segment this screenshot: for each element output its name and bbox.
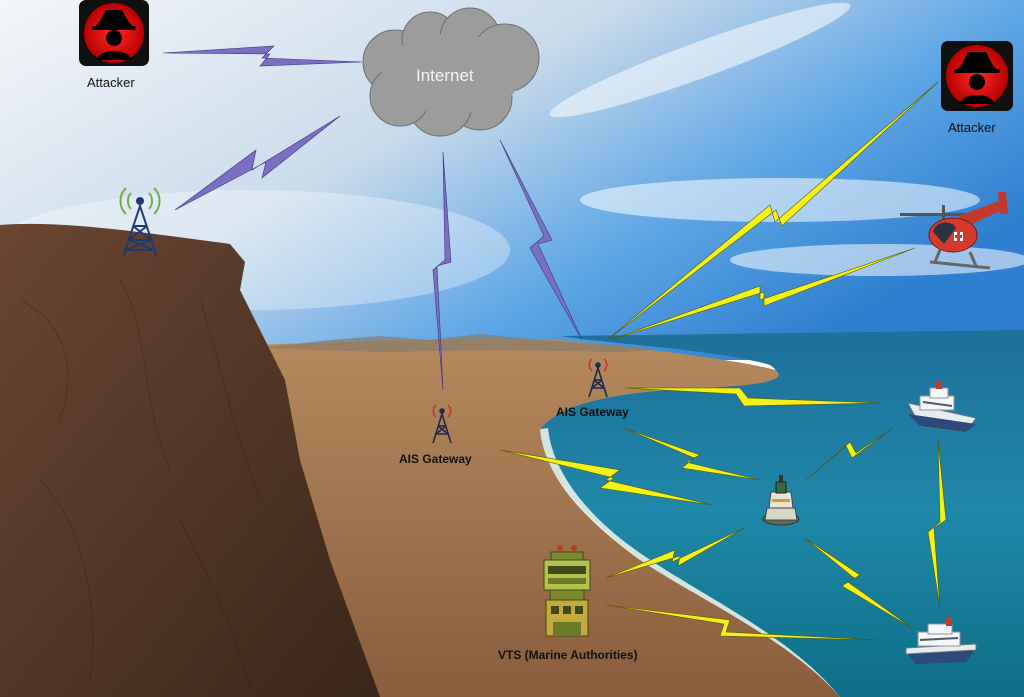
radio-link-buoy-2 [499, 449, 713, 506]
cliff [0, 223, 380, 697]
internet-link-gateway-2 [499, 139, 583, 341]
radio-links [499, 81, 947, 641]
cloud-icon [362, 7, 540, 137]
attacker-icon [941, 41, 1013, 111]
internet-link-attacker [162, 45, 363, 67]
radio-link-ship1-ship2 [927, 439, 947, 609]
internet-link-gateway-1 [432, 151, 452, 391]
radio-link-vts-ship2 [605, 604, 879, 641]
radio-tower-icon [588, 358, 608, 398]
cliff-texture [19, 279, 261, 691]
buoy-icon [762, 475, 800, 526]
ais-gateway-label: AIS Gateway [556, 405, 629, 419]
radio-link-vts-buoy [605, 527, 745, 579]
internet-link-tower [174, 115, 341, 211]
radio-link-attacker [606, 81, 939, 341]
control-tower-icon [543, 545, 591, 637]
radio-link-ship1-buoy [805, 427, 894, 481]
radio-link-buoy-1 [623, 427, 761, 481]
attacker-icon [79, 0, 149, 66]
internet-links [162, 45, 583, 391]
coastal-land [260, 339, 840, 697]
ship-icon [905, 618, 977, 664]
radio-tower-icon [119, 187, 161, 258]
ship-icon [907, 381, 977, 433]
radio-link-helicopter [609, 247, 916, 341]
helicopter-icon [900, 192, 1008, 270]
vts-label: VTS (Marine Authorities) [498, 648, 638, 662]
attacker-label: Attacker [948, 120, 996, 135]
internet-label: Internet [416, 66, 474, 85]
attacker-label: Attacker [87, 75, 135, 90]
radio-link-ship-1 [624, 387, 881, 407]
distant-mountains [260, 334, 660, 352]
radio-link-buoy-ship2 [804, 537, 913, 629]
ais-gateway-label: AIS Gateway [399, 452, 472, 466]
radio-tower-icon [432, 404, 452, 444]
